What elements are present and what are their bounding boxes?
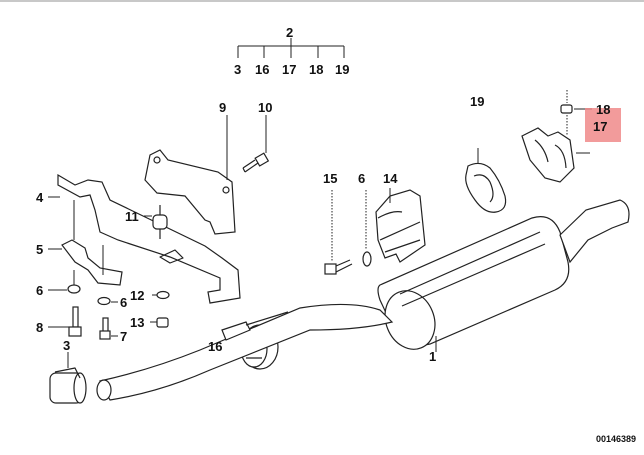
label-19[interactable]: 19 [470, 94, 484, 109]
part-4-5-main-bracket[interactable] [48, 173, 241, 304]
part-6-washer-left[interactable] [48, 270, 81, 294]
label-13[interactable]: 13 [130, 315, 144, 330]
part-13-nut[interactable] [150, 317, 169, 328]
label-group-3[interactable]: 3 [234, 62, 241, 77]
label-18[interactable]: 18 [596, 102, 610, 117]
part-6-washer-right[interactable] [362, 190, 372, 267]
label-14[interactable]: 14 [383, 171, 398, 186]
label-group-19[interactable]: 19 [335, 62, 349, 77]
label-4[interactable]: 4 [36, 190, 44, 205]
label-16[interactable]: 16 [208, 339, 222, 354]
part-3-pipe-clamp[interactable] [49, 352, 87, 404]
label-17[interactable]: 17 [593, 119, 607, 134]
diagram-code: 00146389 [596, 434, 636, 444]
label-5[interactable]: 5 [36, 242, 43, 257]
label-9[interactable]: 9 [219, 100, 226, 115]
part-9-bracket[interactable] [144, 115, 236, 235]
part-19-rubber-hanger[interactable] [465, 148, 507, 213]
part-7-bolt[interactable] [99, 317, 118, 340]
label-6-left[interactable]: 6 [36, 283, 43, 298]
label-group-16[interactable]: 16 [255, 62, 269, 77]
label-8[interactable]: 8 [36, 320, 43, 335]
part-1-rear-muffler[interactable] [377, 199, 630, 357]
label-10[interactable]: 10 [258, 100, 272, 115]
part-10-bolt[interactable] [242, 115, 270, 173]
label-group-17[interactable]: 17 [282, 62, 296, 77]
label-6-right[interactable]: 6 [358, 171, 365, 186]
part-18-nut[interactable] [560, 90, 592, 135]
label-2[interactable]: 2 [286, 25, 293, 40]
label-15[interactable]: 15 [323, 171, 337, 186]
label-group-18[interactable]: 18 [309, 62, 323, 77]
part-12-washer[interactable] [152, 290, 170, 300]
top-border [0, 0, 644, 2]
part-6-washer-middle[interactable] [97, 296, 118, 306]
part-15-bolt[interactable] [324, 190, 353, 275]
group-2-bracket [237, 38, 345, 58]
label-11[interactable]: 11 [125, 209, 139, 224]
part-17-hanger-bracket[interactable] [521, 127, 575, 183]
label-6-middle[interactable]: 6 [120, 295, 127, 310]
part-14-hanger-clamp[interactable] [375, 188, 426, 263]
part-11-rubber-mount[interactable] [144, 205, 168, 239]
part-8-bolt[interactable] [48, 306, 82, 337]
label-12[interactable]: 12 [130, 288, 144, 303]
label-7[interactable]: 7 [120, 329, 127, 344]
label-3[interactable]: 3 [63, 338, 70, 353]
label-1[interactable]: 1 [429, 349, 436, 364]
front-pipe[interactable] [96, 303, 394, 401]
highlight-part-17 [585, 108, 621, 142]
